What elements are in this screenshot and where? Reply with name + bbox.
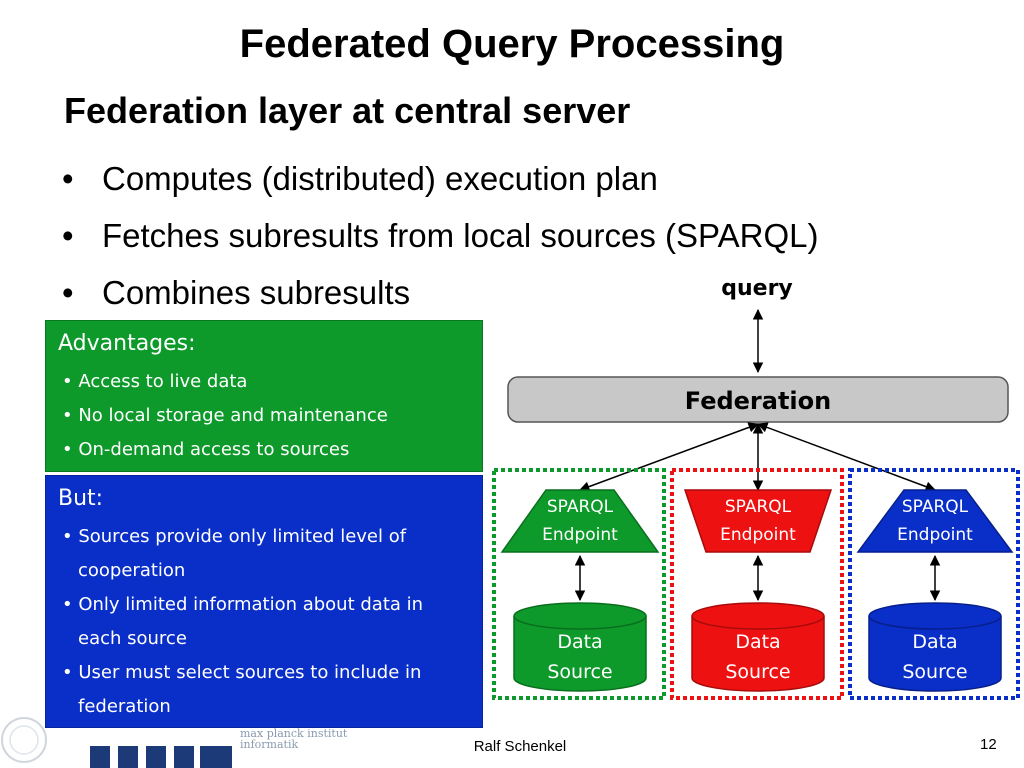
drawback-item: • Only limited information about data in… [62,594,424,649]
source-label-line1: Data [557,631,602,653]
drawbacks-box: But: • Sources provide only limited leve… [45,475,483,728]
source-group-green [492,468,666,700]
bullet-item: Computes (distributed) execution plan [62,150,818,207]
slide-subtitle: Federation layer at central server [64,90,631,131]
data-source-blue [868,616,1002,692]
endpoint-blue [856,489,1014,553]
endpoint-label-line2: Endpoint [542,525,618,545]
advantage-item: • No local storage and maintenance [62,405,388,426]
page-number: 12 [980,736,997,753]
source-group-blue [848,468,1020,700]
endpoint-label-line1: SPARQL [547,497,614,517]
query-label: query [721,276,793,301]
endpoint-label-line1: SPARQL [902,497,969,517]
bullet-item: Combines subresults [62,264,818,321]
advantage-item: • On-demand access to sources [62,439,350,460]
advantages-box: Advantages: • Access to live data • No l… [45,320,483,472]
endpoint-label-line2: Endpoint [897,525,973,545]
federation-box [507,376,1009,423]
federation-diagram: query Federation SPARQL Endpoint Data So… [492,276,1020,700]
data-source-red [691,616,825,692]
endpoint-red [683,489,833,553]
federation-arrow-right [757,422,936,492]
federation-label: Federation [685,387,831,415]
bullet-list: Computes (distributed) execution plan Fe… [62,150,818,321]
footer-author: Ralf Schenkel [473,738,567,755]
source-group-red [670,468,844,700]
slide-title: Federated Query Processing [239,22,785,66]
drawback-item: • User must select sources to include in… [62,662,422,717]
endpoint-label-line2: Endpoint [720,525,796,545]
endpoint-label-line1: SPARQL [725,497,792,517]
federation-arrow-left [579,422,759,492]
mpi-logo [1,717,232,768]
endpoint-green [500,489,660,553]
logo-text: max planck institut informatik [240,727,348,751]
drawback-item: • Sources provide only limited level of … [62,526,407,581]
source-label-line1: Data [735,631,780,653]
advantages-heading: Advantages: [58,331,196,356]
bullet-item: Fetches subresults from local sources (S… [62,207,818,264]
source-label-line2: Source [902,661,967,683]
source-label-line2: Source [725,661,790,683]
source-label-line1: Data [912,631,957,653]
data-source-green [513,616,647,692]
source-label-line2: Source [547,661,612,683]
advantage-item: • Access to live data [62,371,248,392]
drawbacks-heading: But: [58,486,104,511]
